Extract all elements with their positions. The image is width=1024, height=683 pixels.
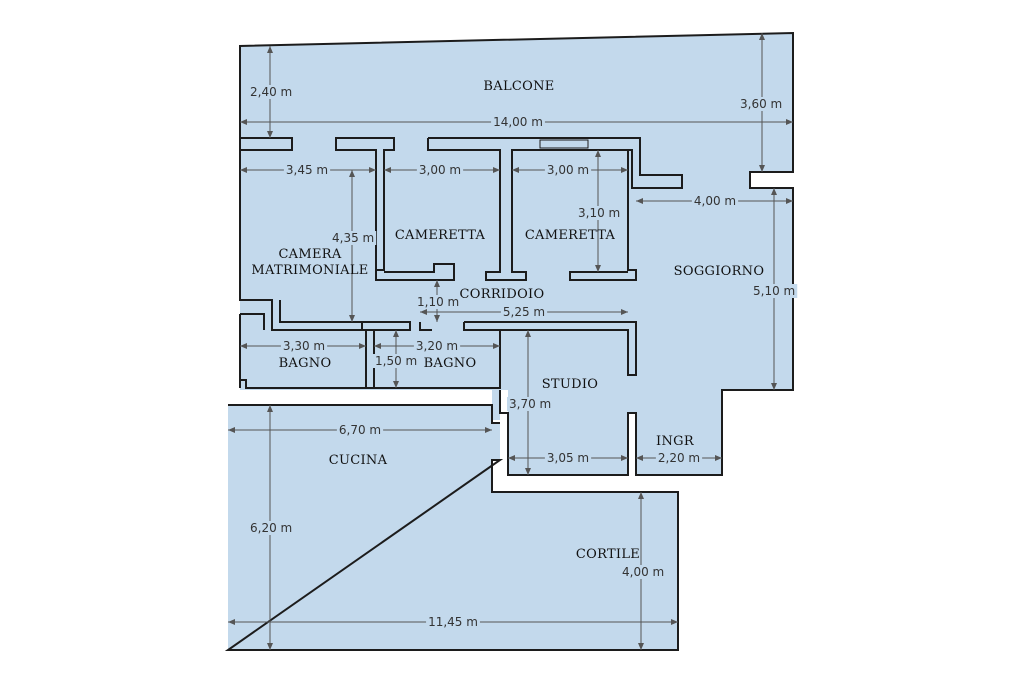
dim-cameretta2-height: 3,10 m — [578, 206, 620, 220]
room-bagno-1: BAGNO — [279, 356, 332, 371]
room-cameretta-1: CAMERETTA — [395, 228, 486, 243]
dim-bagno2-width: 3,20 m — [416, 339, 458, 353]
dim-cameretta1-width: 3,00 m — [419, 163, 461, 177]
wall-balcone-top-left — [239, 137, 293, 151]
wall-cameretta-top-left — [335, 137, 395, 271]
dimension-label-background — [691, 194, 739, 208]
wall-cameretta-bottom — [375, 263, 455, 281]
dim-cameretta2-width: 3,00 m — [547, 163, 589, 177]
wall-bagno1 — [239, 313, 366, 389]
room-ingr: INGR — [656, 434, 695, 449]
dimension-labels: 2,40 m 14,00 m 3,60 m 3,45 m 4,35 m 3,00… — [248, 85, 798, 629]
dim-studio-width: 3,05 m — [547, 451, 589, 465]
dim-soggiorno-height: 5,10 m — [753, 284, 795, 298]
cucina-area — [228, 405, 678, 650]
dim-soggiorno-width: 4,00 m — [694, 194, 736, 208]
dim-corridoio-gap: 1,10 m — [417, 295, 459, 309]
dimension-label-background — [738, 97, 785, 111]
dim-total-width: 11,45 m — [428, 615, 478, 629]
dim-balcone-height: 2,40 m — [250, 85, 292, 99]
dimension-label-background — [416, 163, 464, 177]
dimension-label-background — [330, 231, 377, 245]
room-cameretta-2: CAMERETTA — [525, 228, 616, 243]
dimension-label-background — [373, 354, 420, 368]
room-bagno-2: BAGNO — [424, 356, 477, 371]
dimension-label-background — [248, 85, 295, 99]
dimension-label-background — [426, 615, 480, 629]
room-camera-line2: MATRIMONIALE — [251, 263, 368, 278]
dimension-label-background — [413, 339, 461, 353]
dim-balcone-right: 3,60 m — [740, 97, 782, 111]
room-corridoio: CORRIDOIO — [460, 287, 545, 302]
dim-ingr-width: 2,20 m — [658, 451, 700, 465]
dimension-label-background — [576, 206, 623, 220]
room-camera-line1: CAMERA — [278, 247, 341, 262]
dimension-label-background — [751, 284, 798, 298]
dim-bagno1-width: 3,30 m — [283, 339, 325, 353]
room-cucina: CUCINA — [329, 453, 388, 468]
dimension-label-background — [248, 521, 295, 535]
room-balcone: BALCONE — [483, 79, 554, 94]
wall-outer-top — [239, 31, 794, 476]
dimension-label-background — [336, 423, 384, 437]
room-soggiorno: SOGGIORNO — [674, 264, 765, 279]
room-studio: STUDIO — [542, 377, 599, 392]
dim-bagno2-height: 1,50 m — [375, 354, 417, 368]
dim-corridoio-length: 5,25 m — [503, 305, 545, 319]
dim-balcone-width: 14,00 m — [493, 115, 543, 129]
wall-cucina — [224, 404, 679, 651]
dim-cucina-height: 6,20 m — [250, 521, 292, 535]
dim-studio-height: 3,70 m — [509, 397, 551, 411]
dimension-label-background — [544, 163, 592, 177]
dim-camera-height: 4,35 m — [332, 231, 374, 245]
wall-bagno2 — [374, 330, 501, 389]
room-cortile: CORTILE — [576, 547, 640, 562]
dimension-label-background — [620, 565, 667, 579]
dimension-label-background — [544, 451, 592, 465]
room-labels: BALCONE CAMERETTA CAMERETTA CAMERA MATRI… — [251, 79, 764, 562]
wall-cameretta-top-right — [427, 137, 683, 281]
dimension-label-background — [655, 451, 703, 465]
dim-cortile-height: 4,00 m — [622, 565, 664, 579]
dimension-label-background — [415, 295, 462, 309]
dimension-label-background — [500, 305, 548, 319]
dimension-label-background — [283, 163, 331, 177]
dim-camera-width: 3,45 m — [286, 163, 328, 177]
dimension-label-background — [507, 397, 554, 411]
dimension-label-background — [491, 115, 545, 129]
wall-left-camera — [239, 150, 363, 331]
window-cameretta — [539, 139, 589, 149]
dim-cucina-width: 6,70 m — [339, 423, 381, 437]
dimension-label-background — [280, 339, 328, 353]
